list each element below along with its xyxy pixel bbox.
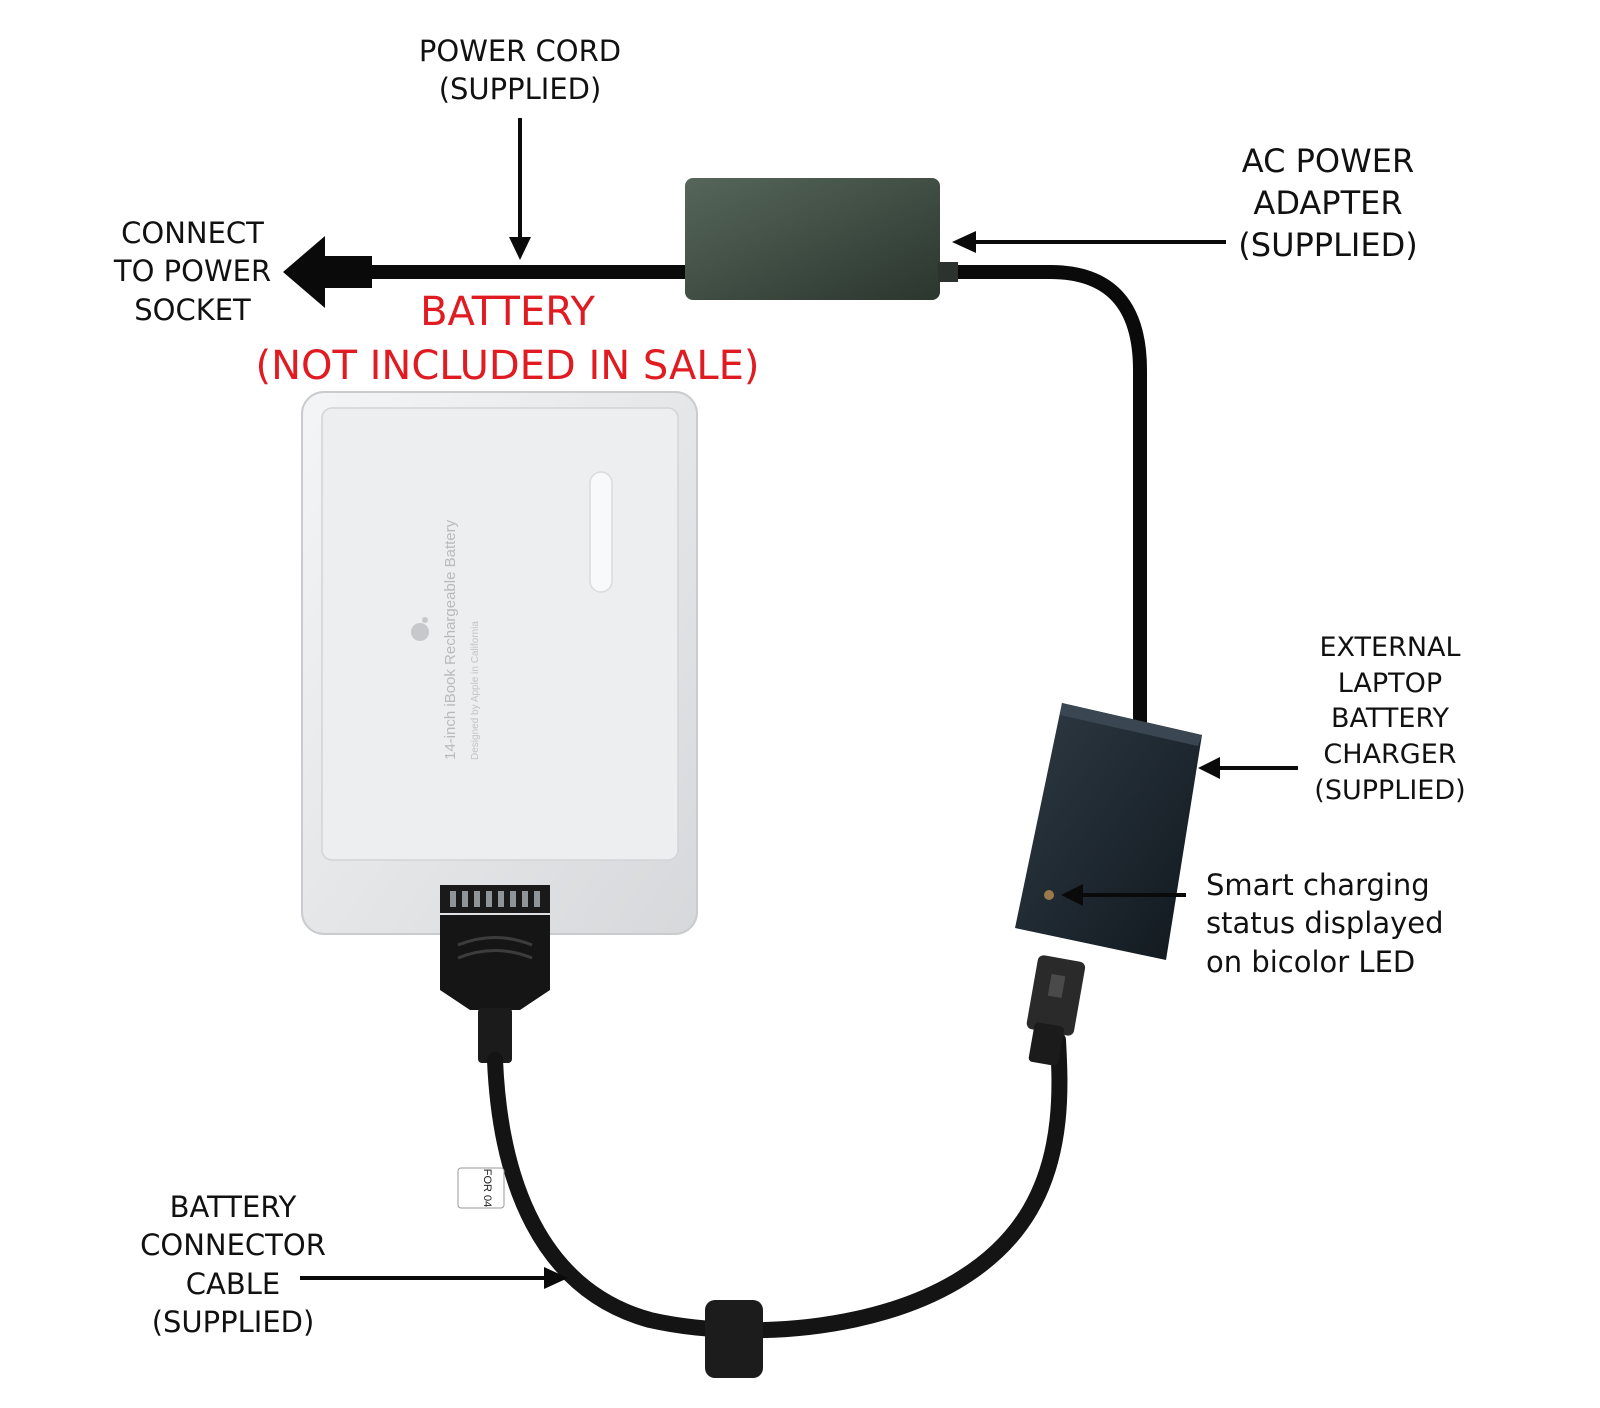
connector-cable-label-line2: CONNECTOR <box>140 1228 326 1263</box>
battery-print-line2: Designed by Apple in California <box>470 621 481 760</box>
battery-contacts <box>450 891 540 907</box>
smart-charging-label: Smart charging status displayed on bicol… <box>1206 866 1496 981</box>
connect-socket-label: CONNECT TO POWER SOCKET <box>100 214 285 329</box>
battery-connector-plug <box>440 915 550 1063</box>
connect-socket-label-line1: CONNECT <box>121 216 264 250</box>
power-cord-label: POWER CORD (SUPPLIED) <box>400 32 640 109</box>
external-charger <box>1015 703 1202 960</box>
battery-label: BATTERY (NOT INCLUDED IN SALE) <box>255 285 760 393</box>
connector-cable-label-line3: CABLE <box>185 1266 281 1301</box>
adapter-output-cable <box>955 265 1147 725</box>
external-charger-label-line4: CHARGER <box>1323 738 1457 770</box>
laptop-battery: 14-inch iBook Rechargeable Battery Desig… <box>301 391 698 935</box>
power-socket-arrow <box>283 236 372 308</box>
annotation-arrows <box>300 118 1298 1289</box>
power-cord-label-line1: POWER CORD <box>418 34 622 68</box>
connect-socket-label-line2: TO POWER <box>113 254 272 289</box>
connector-cable-label-line4: (SUPPLIED) <box>151 1304 315 1339</box>
bicolor-led <box>1044 890 1054 900</box>
connector-cable-label-line1: BATTERY <box>169 1190 297 1224</box>
ac-adapter-label-line3: (SUPPLIED) <box>1238 226 1418 265</box>
power-cord-label-line2: (SUPPLIED) <box>438 72 602 107</box>
smart-charging-label-line2: status displayed <box>1206 906 1444 941</box>
smart-charging-label-line1: Smart charging <box>1206 868 1430 902</box>
adapter-strain-relief <box>938 262 958 282</box>
ac-adapter-label-line1: AC POWER <box>1241 142 1415 180</box>
battery-label-line1: BATTERY <box>420 289 595 335</box>
smart-charging-label-line3: on bicolor LED <box>1206 944 1416 979</box>
external-charger-label-line3: BATTERY <box>1331 703 1449 735</box>
external-charger-label: EXTERNAL LAPTOP BATTERY CHARGER (SUPPLIE… <box>1280 630 1500 808</box>
velcro-strap <box>705 1300 763 1378</box>
external-charger-label-line1: EXTERNAL <box>1319 632 1461 663</box>
battery-label-line2: (NOT INCLUDED IN SALE) <box>255 343 760 389</box>
connect-socket-label-line3: SOCKET <box>134 292 251 327</box>
cable-sticker: FOR 04 <box>457 1167 505 1209</box>
external-charger-label-line2: LAPTOP <box>1337 667 1443 699</box>
ac-power-adapter <box>685 178 940 300</box>
external-charger-label-line5: (SUPPLIED) <box>1314 774 1466 806</box>
sticker-text: FOR 04 <box>481 1169 493 1208</box>
ac-adapter-label: AC POWER ADAPTER (SUPPLIED) <box>1218 140 1438 267</box>
ac-adapter-label-line2: ADAPTER <box>1253 184 1403 223</box>
connector-cable-label: BATTERY CONNECTOR CABLE (SUPPLIED) <box>128 1188 338 1341</box>
battery-connector-cable <box>487 1032 1068 1339</box>
charger-dc-plug <box>1026 955 1086 1066</box>
battery-print-line1: 14-inch iBook Rechargeable Battery <box>442 519 459 760</box>
apple-logo-icon <box>411 617 429 641</box>
